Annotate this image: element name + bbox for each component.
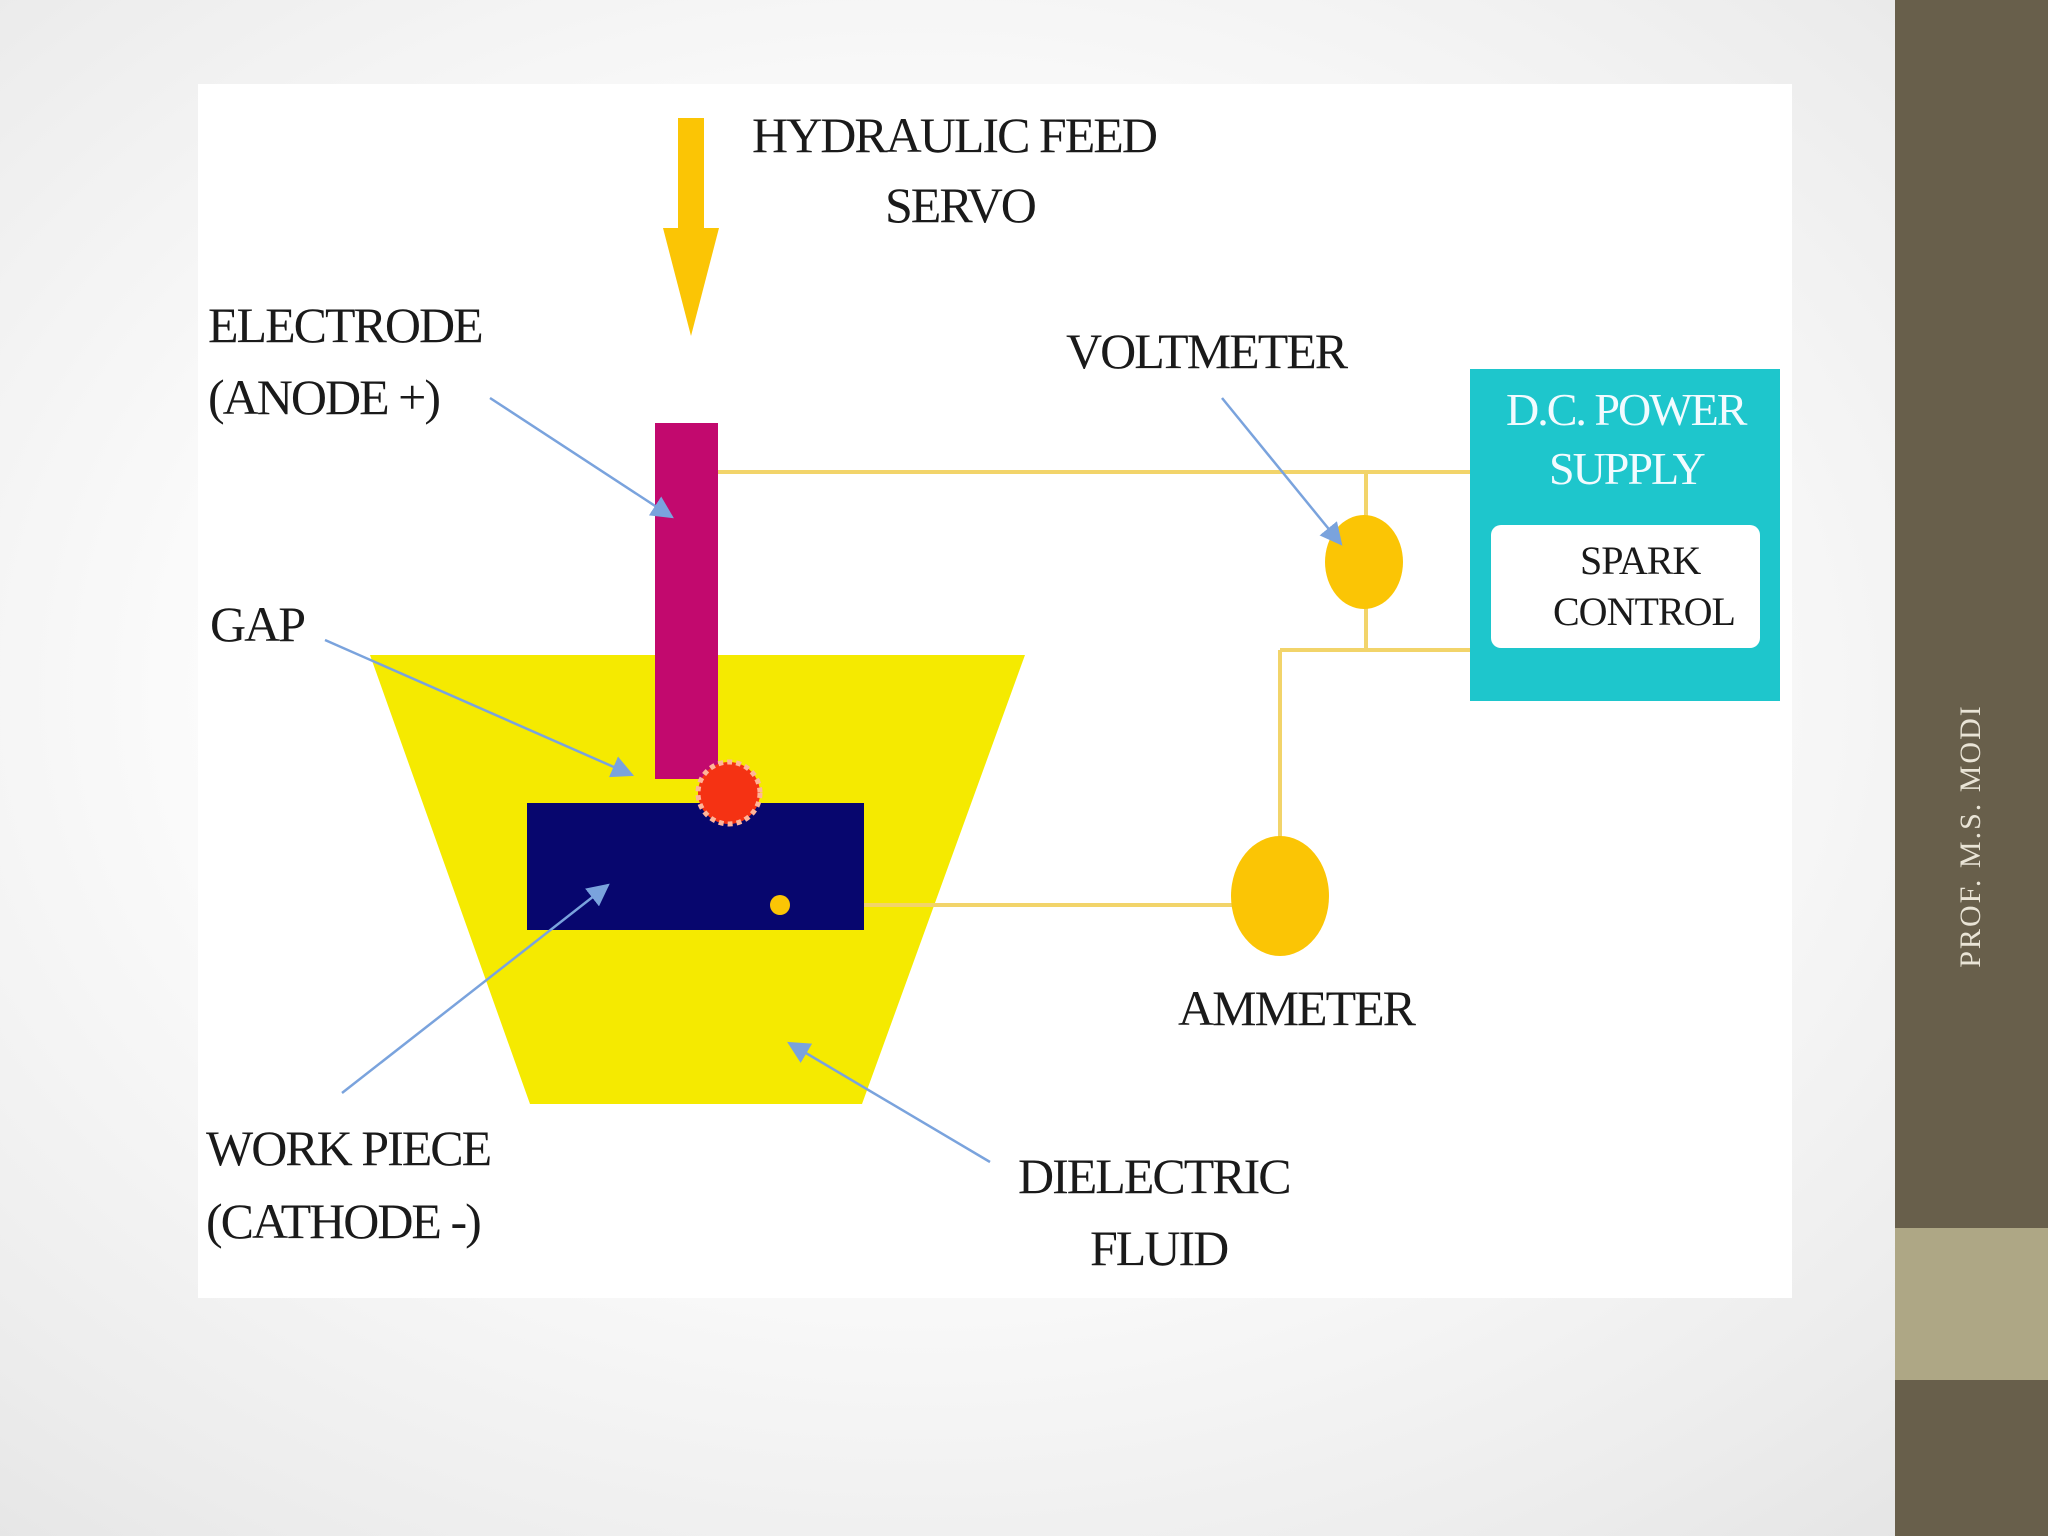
workpiece-terminal: [770, 895, 790, 915]
slide: HYDRAULIC FEED SERVO ELECTRODE (ANODE +)…: [206, 107, 1780, 1276]
pointer-gap: [324, 638, 635, 778]
dielectric-label-line1: DIELECTRIC: [1018, 1148, 1290, 1204]
sidebar: PROF. M.S. MODI: [1895, 0, 2048, 1536]
pointer-voltmeter: [1221, 397, 1343, 546]
spark-icon: [695, 759, 763, 827]
electrode-label-line1: ELECTRODE: [208, 297, 482, 353]
ammeter-icon: [1231, 836, 1329, 956]
electrode-label-line2: (ANODE +): [208, 369, 439, 425]
edm-diagram: HYDRAULIC FEED SERVO ELECTRODE (ANODE +)…: [206, 107, 1780, 1276]
sidebar-accent-block: [1895, 1228, 2048, 1380]
voltmeter-label: VOLTMETER: [1066, 323, 1349, 379]
feed-arrow-icon: [663, 118, 719, 336]
pointer-arrows: [324, 396, 1343, 1164]
spark-control-line2: CONTROL: [1553, 589, 1735, 634]
pointer-dielectric: [787, 1041, 991, 1164]
feed-label-line1: HYDRAULIC FEED: [752, 107, 1157, 163]
workpiece-label-line1: WORK PIECE: [206, 1120, 491, 1176]
electrode-bar: [655, 423, 718, 779]
workpiece-label-line2: (CATHODE -): [206, 1193, 480, 1249]
voltmeter-icon: [1325, 515, 1403, 609]
pointer-workpiece: [341, 883, 610, 1094]
spark-control-box: [1491, 525, 1760, 648]
sidebar-author-label: PROF. M.S. MODI: [1954, 704, 1987, 968]
gap-label: GAP: [210, 596, 304, 652]
power-supply-line2: SUPPLY: [1549, 443, 1705, 494]
power-supply-line1: D.C. POWER: [1506, 384, 1748, 435]
workpiece-block: [527, 803, 864, 930]
ammeter-label: AMMETER: [1178, 980, 1417, 1036]
feed-label-line2: SERVO: [885, 177, 1036, 233]
pointer-electrode: [489, 396, 674, 519]
dielectric-label-line2: FLUID: [1090, 1220, 1228, 1276]
spark-control-line1: SPARK: [1580, 538, 1701, 583]
